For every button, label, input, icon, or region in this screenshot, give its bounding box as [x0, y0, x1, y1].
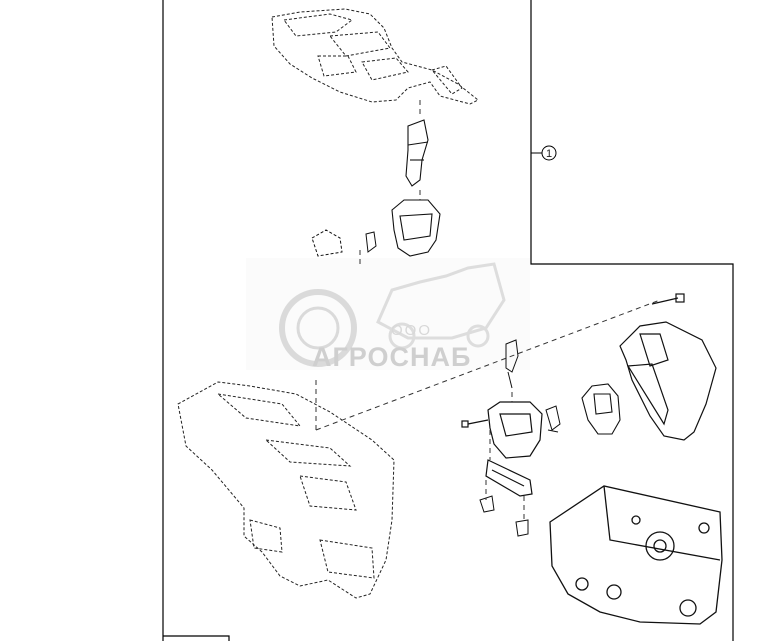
small-spring-part [479, 495, 495, 513]
frame-lines [162, 0, 734, 641]
watermark-line-2: АГРОСНАБ [312, 342, 471, 372]
switch-housing-part [391, 199, 441, 257]
watermark-line-1: ООО [391, 322, 432, 339]
lever-part [505, 339, 519, 389]
armrest-cover-part [271, 8, 479, 105]
grip-handle-part [485, 459, 533, 497]
screw-part [461, 419, 489, 428]
cover-plate-part [311, 229, 343, 257]
callout-1-label: 1 [546, 148, 552, 160]
gear-logo-icon [279, 289, 357, 367]
combine-harvester-icon [376, 262, 506, 350]
rotary-cover-part [581, 383, 621, 435]
console-housing-part [177, 381, 395, 599]
mounting-base-part [549, 485, 723, 625]
assembly-lines [315, 100, 661, 520]
spring-clip-part [365, 231, 377, 253]
clip-part [545, 405, 561, 433]
bolt-part [651, 293, 685, 305]
housing-cover-part [619, 321, 717, 441]
switch-block-part [487, 401, 543, 459]
watermark: ООО АГРОСНАБ [246, 258, 530, 372]
callout-1[interactable]: 1 [531, 145, 557, 161]
small-clip-lower-part [515, 519, 529, 537]
joystick-handle-part [405, 119, 429, 187]
